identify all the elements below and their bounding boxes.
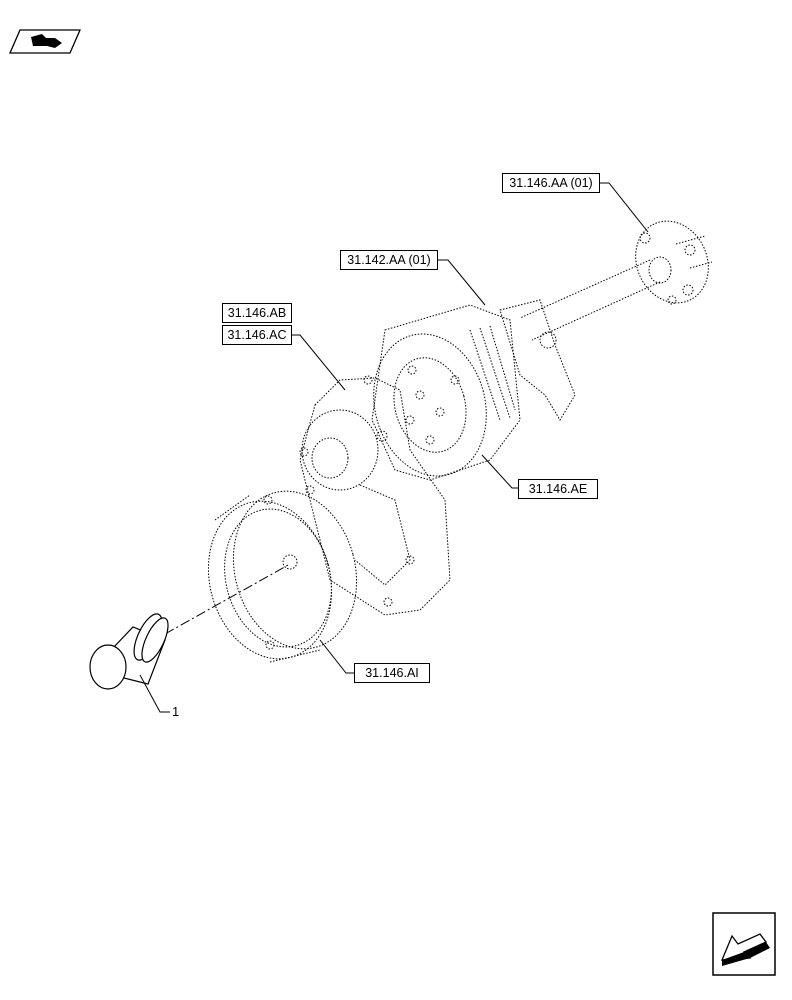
sleeve-part xyxy=(89,613,169,690)
page-arrow-icon[interactable] xyxy=(712,912,776,976)
book-view-icon xyxy=(9,29,81,54)
callout-31-142-aa-01[interactable]: 31.142.AA (01) xyxy=(340,250,438,270)
pto-housing xyxy=(299,299,576,616)
callout-31-146-aa-01[interactable]: 31.146.AA (01) xyxy=(502,173,600,193)
leader-lines xyxy=(139,182,649,713)
callout-31-146-ac[interactable]: 31.146.AC xyxy=(222,325,292,345)
callout-31-146-ai[interactable]: 31.146.AI xyxy=(354,663,430,683)
item-number-1[interactable]: 1 xyxy=(172,704,180,719)
guard-drum xyxy=(207,490,358,663)
shaft-assembly xyxy=(519,220,713,341)
center-line xyxy=(164,563,291,635)
callout-31-146-ab[interactable]: 31.146.AB xyxy=(222,303,292,323)
callout-31-146-ae[interactable]: 31.146.AE xyxy=(518,479,598,499)
